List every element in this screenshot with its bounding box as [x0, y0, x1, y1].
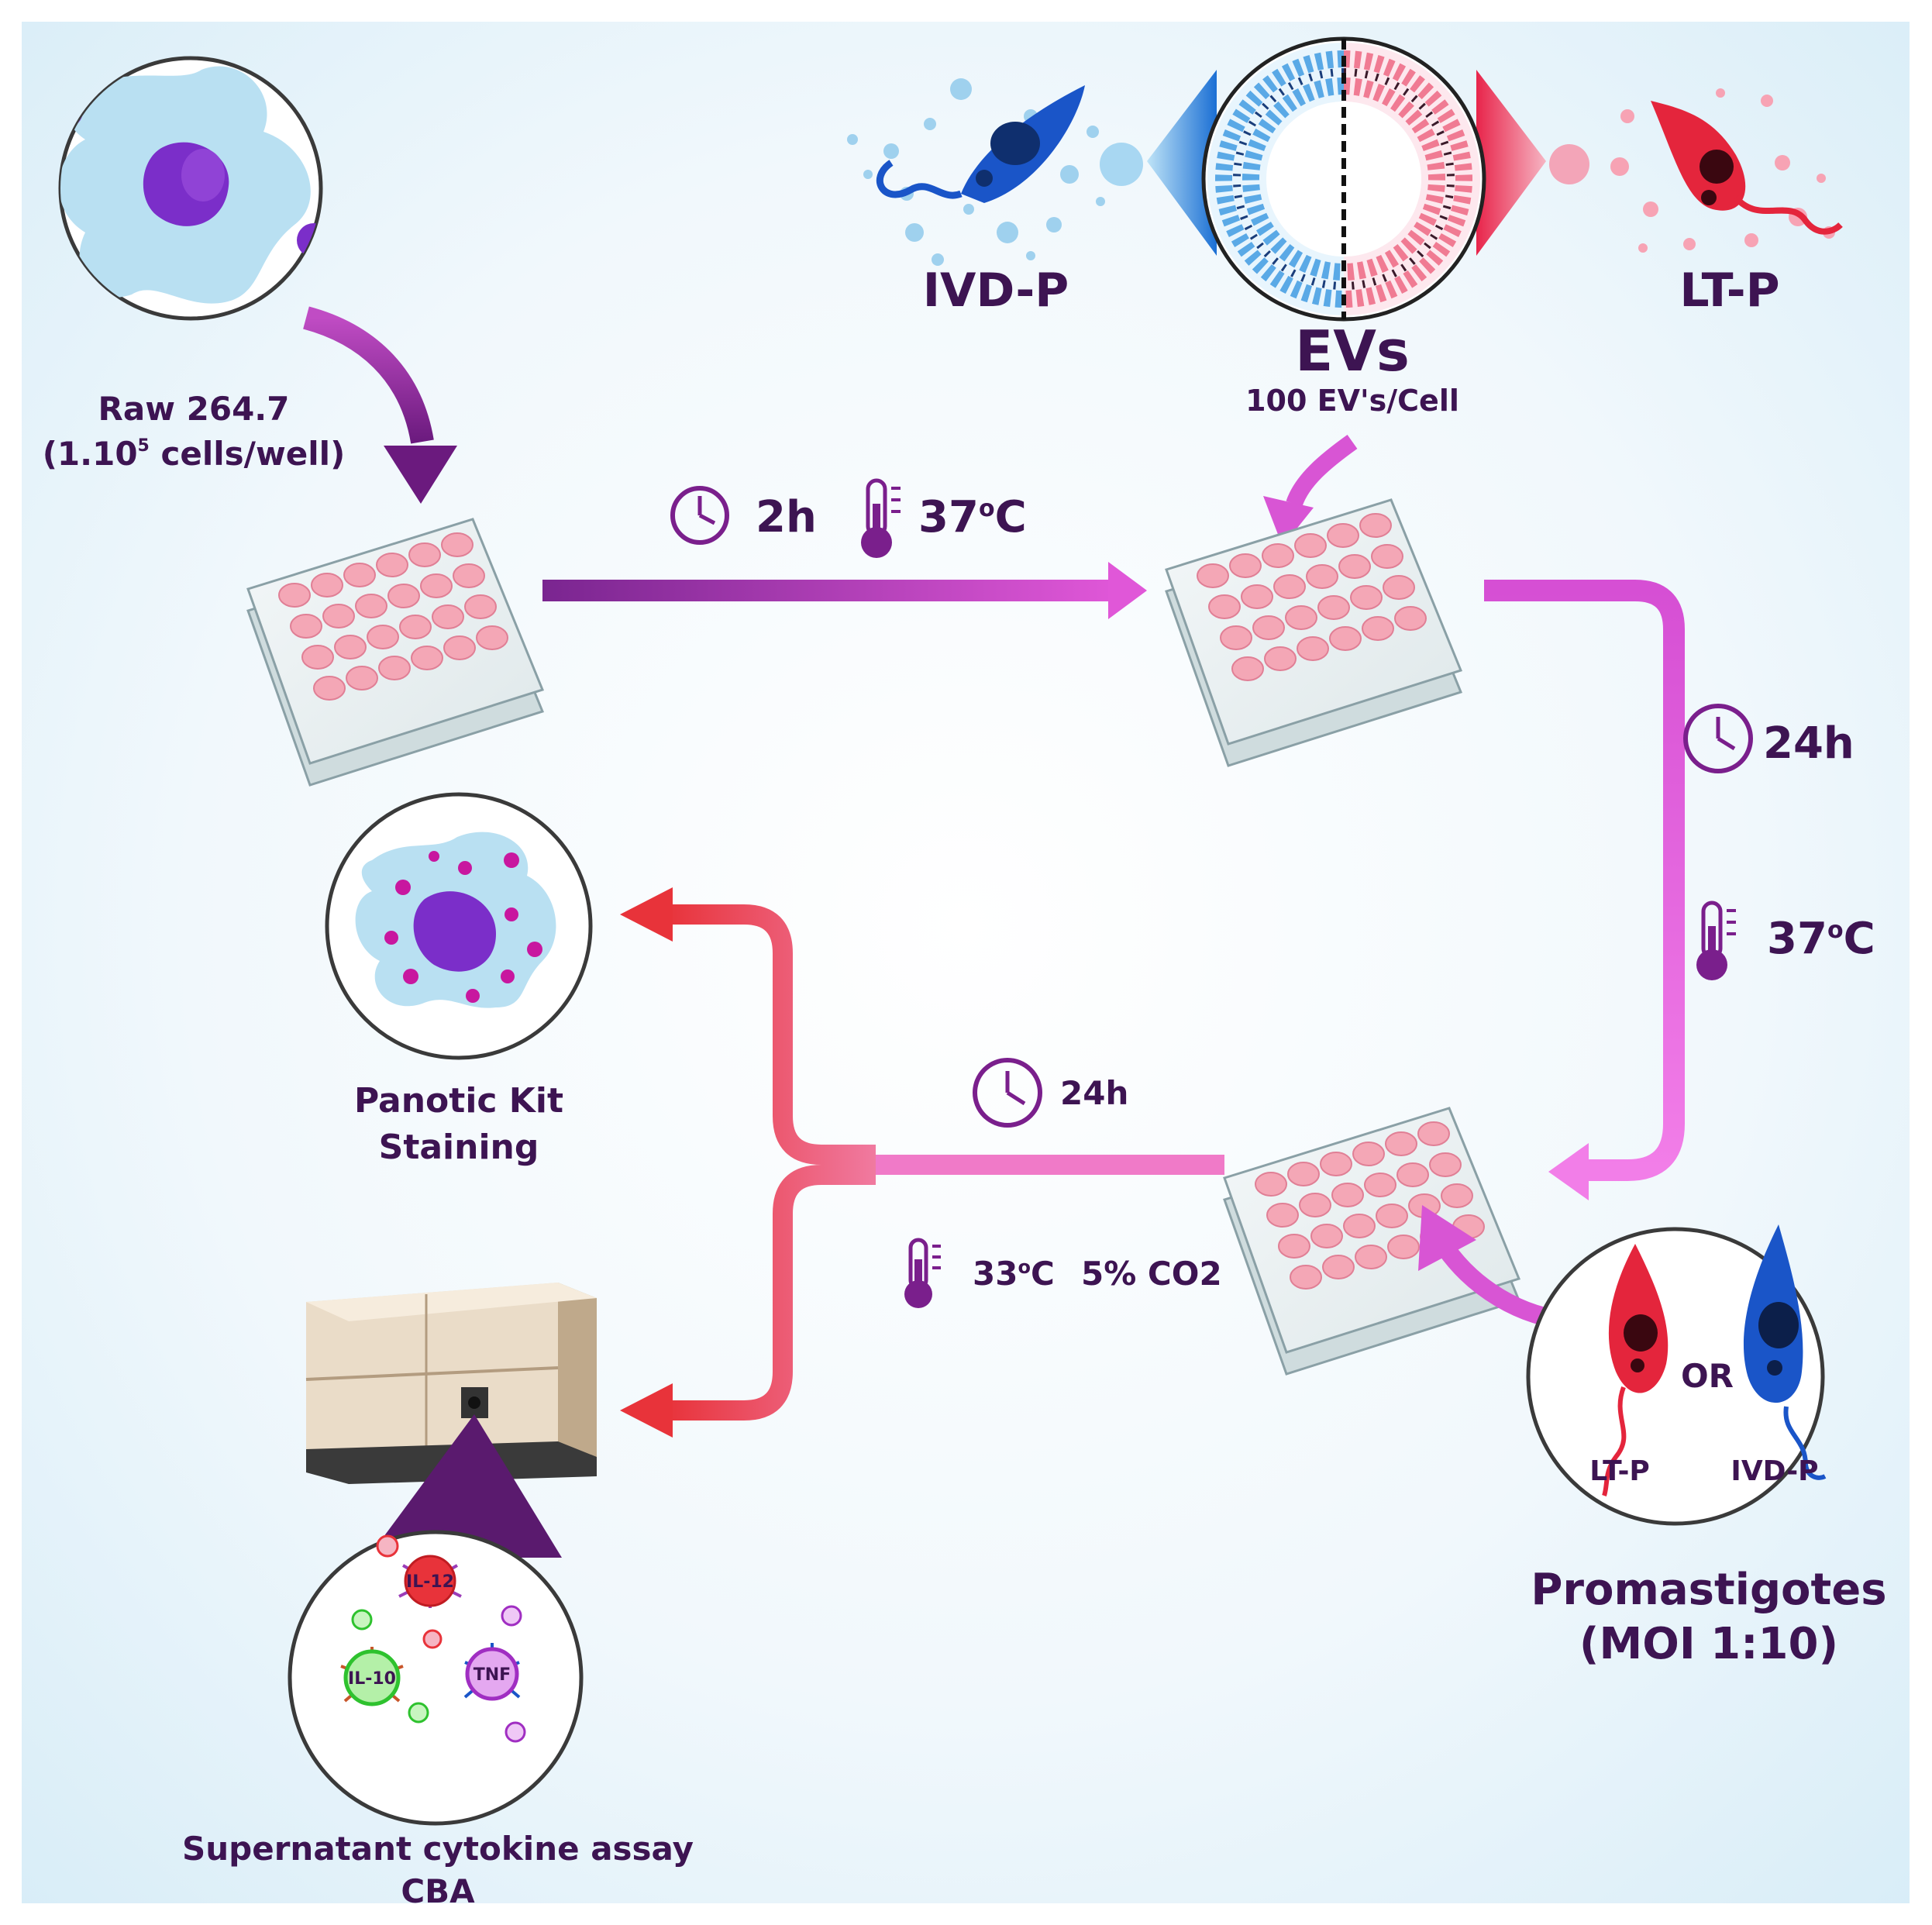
well-plate-3 — [1223, 1107, 1521, 1376]
ev-left-diamond — [1147, 70, 1217, 256]
panotic-label-line2: Staining — [379, 1128, 539, 1167]
promastigotes-or: OR — [1681, 1357, 1734, 1395]
well-plate-2 — [1165, 498, 1463, 767]
promastigotes-right-label: IVD-P — [1731, 1455, 1818, 1487]
evs-to-plate-arrow — [1286, 435, 1358, 507]
cba-beads-circle — [288, 1530, 584, 1826]
arrow-plate1-to-plate2 — [542, 580, 1116, 601]
ev-vesicle-circle — [1201, 36, 1486, 322]
promastigotes-left-label: LT-P — [1589, 1455, 1650, 1487]
thermometer-icon — [861, 478, 901, 558]
clock-icon — [973, 1058, 1042, 1128]
panotic-stained-cell-circle — [325, 792, 593, 1060]
well-plate-1 — [246, 518, 545, 787]
cba-bead-label-il12: IL-12 — [406, 1572, 454, 1592]
raw-to-plate-arrow — [302, 306, 434, 444]
clock-icon — [670, 486, 729, 545]
raw-label-line2: (1.105 cells/well) — [43, 435, 346, 473]
cytometer-zoom-triangle — [368, 1414, 562, 1558]
ivd-p-parasite-icon — [847, 78, 1105, 266]
step2-time: 24h — [1763, 718, 1855, 769]
thermometer-icon — [1696, 901, 1736, 980]
il10-bead-icon — [340, 1609, 429, 1724]
fork-arrow-up — [666, 904, 876, 1165]
step1-temp: 37oC — [918, 492, 1027, 542]
il12-bead-icon — [376, 1534, 462, 1649]
panotic-label-line1: Panotic Kit — [354, 1081, 563, 1121]
step1-time: 2h — [756, 492, 817, 542]
ev-right-diamond — [1476, 70, 1546, 256]
cba-label-line2: CBA — [401, 1872, 475, 1910]
raw-label-line1: Raw 264.7 — [98, 390, 290, 428]
promastigotes-moi: (MOI 1:10) — [1579, 1619, 1838, 1669]
thermometer-icon — [904, 1238, 941, 1308]
step3-temp: 33oC — [973, 1255, 1055, 1293]
clock-icon — [1683, 704, 1753, 773]
ivd-p-promastigote-icon — [1743, 1224, 1827, 1480]
step2-temp: 37oC — [1767, 914, 1875, 964]
promastigotes-circle — [1526, 1224, 1827, 1526]
flow-cytometer-icon — [305, 1283, 597, 1484]
tnf-bead-icon — [463, 1605, 526, 1743]
arrow-plate2-to-plate3 — [1484, 580, 1685, 1181]
ivd-p-label: IVD-P — [923, 263, 1069, 318]
step3-time: 24h — [1060, 1074, 1128, 1112]
evs-dose: 100 EV's/Cell — [1245, 384, 1459, 418]
lt-p-label: LT-P — [1679, 263, 1779, 318]
fork-arrow-down — [666, 1165, 876, 1421]
step3-co2: 5% CO2 — [1081, 1255, 1222, 1293]
cba-bead-label-tnf: TNF — [474, 1665, 511, 1685]
evs-title: EVs — [1295, 319, 1410, 384]
promastigotes-title: Promastigotes — [1531, 1565, 1886, 1615]
lt-p-parasite-icon — [1610, 88, 1843, 253]
cba-bead-label-il10: IL-10 — [348, 1669, 396, 1689]
lt-p-promastigote-icon — [1602, 1244, 1669, 1496]
cba-label-line1: Supernatant cytokine assay — [182, 1830, 694, 1868]
